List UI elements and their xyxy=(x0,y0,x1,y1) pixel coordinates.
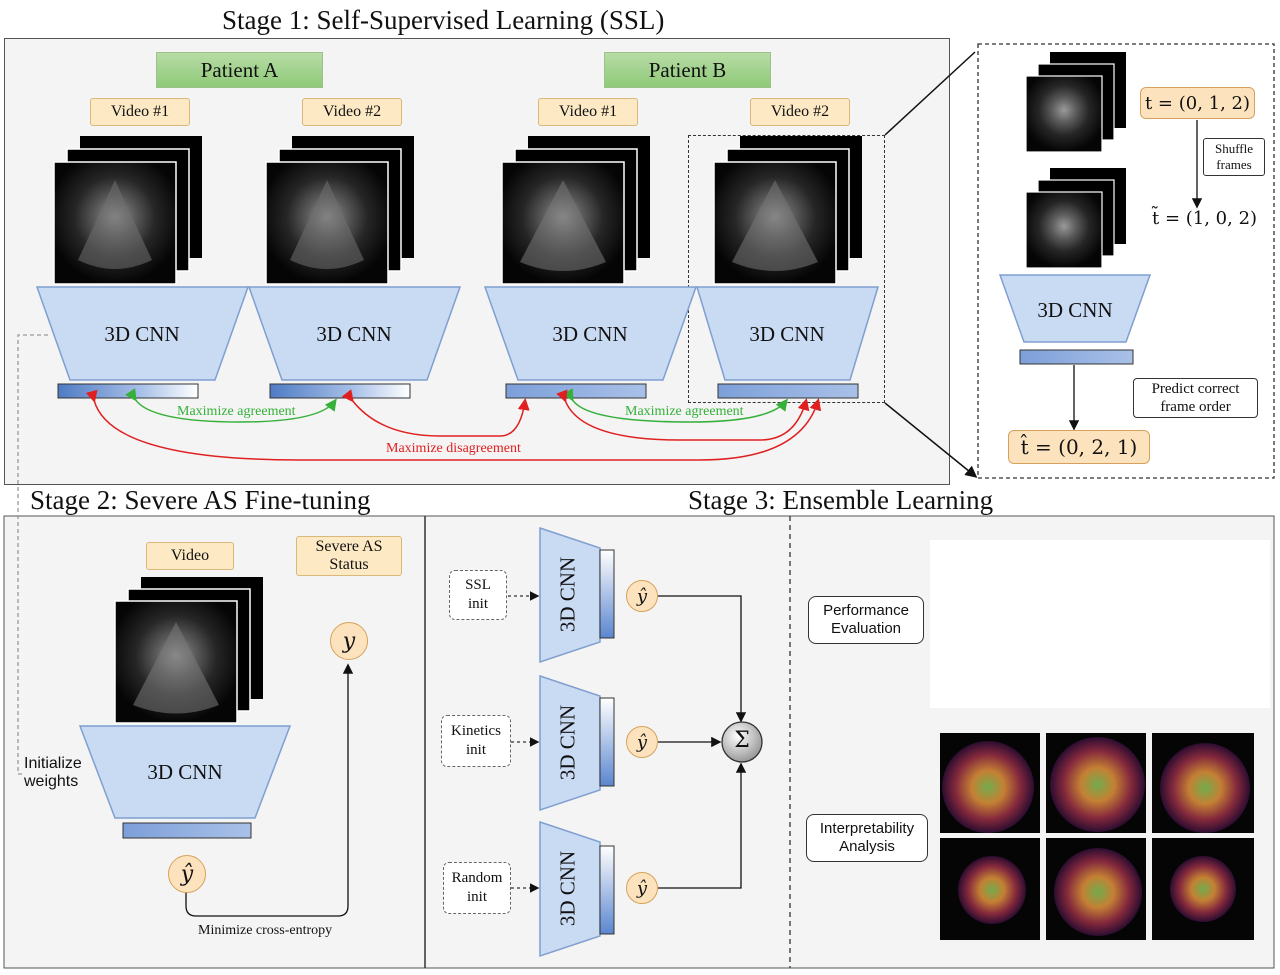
heatmap-4 xyxy=(940,838,1040,940)
kinetics-encoder xyxy=(539,674,601,812)
inset-embedding xyxy=(1019,349,1134,365)
predict-order-box: Predict correct frame order xyxy=(1133,378,1258,418)
heatmap-3 xyxy=(1152,733,1254,833)
heatmap-1 xyxy=(940,733,1040,833)
interpretability-analysis-box: Interpretability Analysis xyxy=(806,814,928,862)
inset-cnn-label: 3D CNN xyxy=(1037,298,1113,322)
patient-b-video1-embedding xyxy=(505,383,647,399)
sum-circle xyxy=(721,721,763,763)
patient-b-video1-encoder xyxy=(483,286,698,381)
stage2-prediction-yhat: ŷ xyxy=(168,855,206,893)
zoom-line-bottom xyxy=(884,402,978,478)
stage3-title: Stage 3: Ensemble Learning xyxy=(688,485,994,515)
zoom-line-top xyxy=(884,51,976,136)
kinetics-prediction-yhat: ŷ xyxy=(626,726,658,758)
patient-b-video2-label: Video #2 xyxy=(750,98,850,126)
patient-b-box: Patient B xyxy=(604,52,771,88)
random-prediction-yhat: ŷ xyxy=(626,872,658,904)
heatmap-2 xyxy=(1046,733,1146,833)
sum-symbol: Σ xyxy=(734,728,750,753)
shuffle-frames-box: Shuffle frames xyxy=(1203,138,1265,176)
stage2-embedding xyxy=(122,822,252,839)
heatmap-6 xyxy=(1152,838,1254,940)
random-encoder xyxy=(539,820,601,958)
patient-b-video1-cnn-label: 3D CNN xyxy=(552,322,628,346)
cross-entropy-label: Minimize cross-entropy xyxy=(198,923,333,938)
ground-truth-y: y xyxy=(330,622,368,660)
inset-original-frames xyxy=(1025,52,1126,153)
stage2-cnn-label: 3D CNN xyxy=(147,760,223,784)
kinetics-embedding xyxy=(599,697,615,787)
stage2-video-frames xyxy=(114,577,263,724)
patient-a-video1-embedding xyxy=(57,383,199,399)
pr-chart-bg xyxy=(1100,540,1270,708)
cross-entropy-arrow xyxy=(180,663,354,917)
initialize-weights-label: Initialize weights xyxy=(24,755,82,792)
patient-a-video1-label: Video #1 xyxy=(90,98,190,126)
patient-b-video2-cnn-label: 3D CNN xyxy=(749,322,825,346)
patient-a-video1-frames xyxy=(53,136,202,285)
disagreement-arrow-a1-b2 xyxy=(85,389,822,461)
patient-a-agreement-label: Maximize agreement xyxy=(177,404,296,419)
patient-a-video2-frames xyxy=(265,136,414,285)
original-order-box: t = (0, 1, 2) xyxy=(1140,87,1255,119)
severe-as-status-label: Severe AS Status xyxy=(296,536,402,576)
inset-shuffled-frames xyxy=(1025,168,1126,269)
patient-a-video2-embedding xyxy=(269,383,411,399)
patient-b-video2-encoder xyxy=(695,286,880,381)
random-embedding xyxy=(599,845,615,935)
ssl-cnn-label: 3D CNN xyxy=(555,556,580,633)
patient-b-agreement-label: Maximize agreement xyxy=(625,404,744,419)
stage1-title: Stage 1: Self-Supervised Learning (SSL) xyxy=(222,5,665,35)
ssl-embedding xyxy=(599,549,615,639)
random-cnn-label: 3D CNN xyxy=(555,850,580,927)
patient-b-video2-frames xyxy=(713,136,862,285)
stage2-title: Stage 2: Severe AS Fine-tuning xyxy=(30,485,371,515)
heatmap-5 xyxy=(1046,838,1146,940)
patient-b-video1-frames xyxy=(501,136,650,285)
disagreement-label: Maximize disagreement xyxy=(386,441,521,456)
patient-a-video2-label: Video #2 xyxy=(302,98,402,126)
inset-encoder xyxy=(998,274,1152,343)
disagreement-arrow-b1-b2 xyxy=(556,389,810,441)
ssl-prediction-yhat: ŷ xyxy=(626,580,658,612)
performance-evaluation-box: Performance Evaluation xyxy=(808,596,924,644)
ssl-to-sum-arrow xyxy=(656,595,747,723)
shuffled-order-label: t̃ = (1, 0, 2) xyxy=(1152,208,1258,229)
patient-a-box: Patient A xyxy=(156,52,323,88)
patient-a-video2-encoder xyxy=(247,286,462,381)
random-to-sum-arrow xyxy=(656,762,747,889)
patient-b-video1-label: Video #1 xyxy=(538,98,638,126)
random-init-box: Random init xyxy=(443,862,511,914)
ssl-encoder xyxy=(539,526,601,664)
patient-b-video2-embedding xyxy=(717,383,859,399)
kinetics-init-box: Kinetics init xyxy=(441,715,511,767)
disagreement-arrow-a2-b1 xyxy=(341,389,530,437)
kinetics-cnn-label: 3D CNN xyxy=(555,704,580,781)
roc-chart-bg xyxy=(930,540,1100,708)
patient-a-video1-encoder xyxy=(35,286,250,381)
predicted-order-box: t̂ = (0, 2, 1) xyxy=(1008,430,1150,464)
ssl-init-box: SSL init xyxy=(449,570,507,620)
stage2-video-label: Video xyxy=(146,542,234,570)
patient-a-video2-cnn-label: 3D CNN xyxy=(316,322,392,346)
patient-a-video1-cnn-label: 3D CNN xyxy=(104,322,180,346)
